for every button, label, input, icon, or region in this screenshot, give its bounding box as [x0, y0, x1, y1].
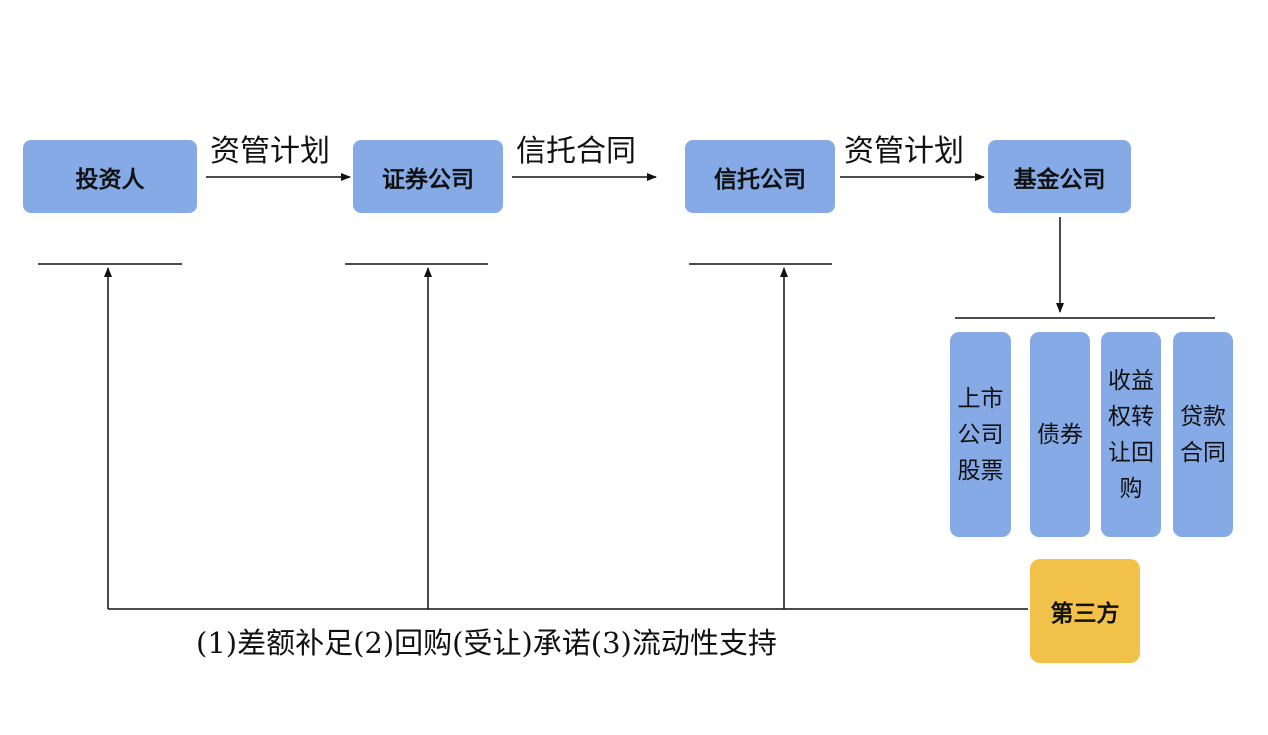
asset-loan-contract: 贷款合同 [1173, 332, 1233, 537]
trust-company-label: 信托公司 [714, 166, 806, 193]
relation-label-3: 资管计划 [844, 134, 964, 169]
asset-listed-stock-label: 上市公司股票 [957, 385, 1004, 484]
securities-company-node: 证券公司 [353, 140, 503, 213]
asset-listed-stock: 上市公司股票 [950, 332, 1011, 537]
relation-label-1: 资管计划 [210, 134, 330, 169]
fund-company-node: 基金公司 [988, 140, 1131, 213]
third-party-node: 第三方 [1030, 559, 1140, 663]
asset-bonds: 债券 [1030, 332, 1090, 537]
investor-label: 投资人 [75, 166, 145, 193]
relation-label-2: 信托合同 [516, 134, 636, 169]
asset-loan-contract-label: 贷款合同 [1180, 403, 1226, 466]
asset-income-right-repurchase: 收益权转让回购 [1101, 332, 1161, 537]
support-description: (1)差额补足(2)回购(受让)承诺(3)流动性支持 [196, 626, 777, 660]
trust-company-node: 信托公司 [685, 140, 835, 213]
third-party-label: 第三方 [1050, 601, 1120, 627]
investor-node: 投资人 [23, 140, 197, 213]
fund-company-label: 基金公司 [1013, 166, 1106, 193]
asset-income-right-repurchase-label: 收益权转让回购 [1108, 367, 1154, 502]
securities-company-label: 证券公司 [382, 166, 474, 193]
asset-bonds-label: 债券 [1037, 421, 1083, 448]
